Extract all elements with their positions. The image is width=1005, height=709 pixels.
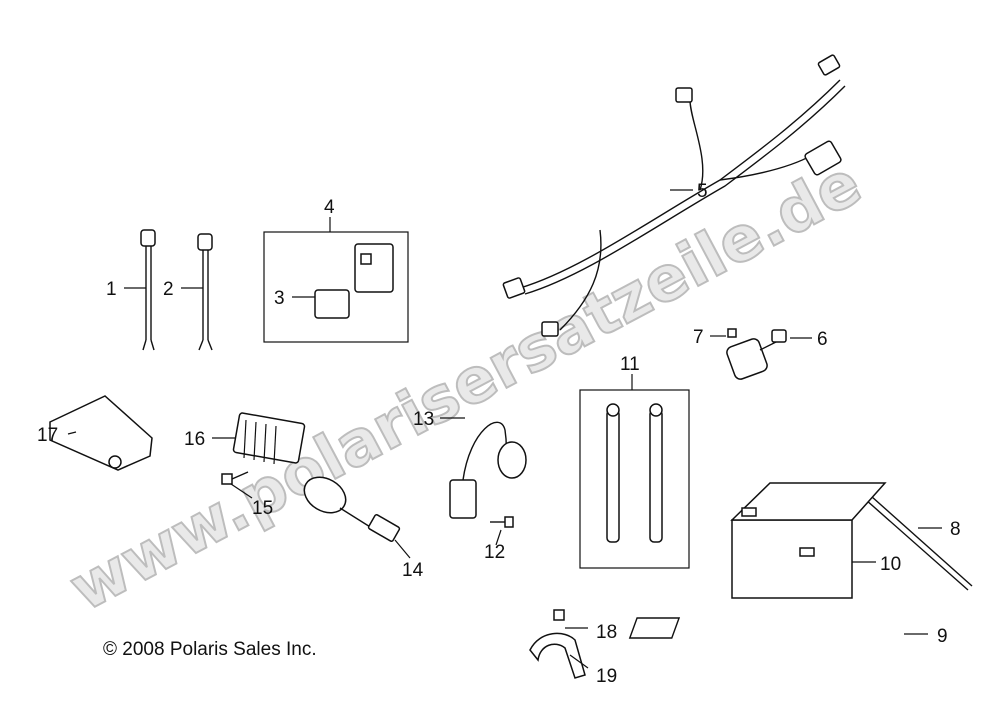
callout-5: 5 xyxy=(697,181,708,202)
callout-16: 16 xyxy=(184,429,205,450)
part-18-nut xyxy=(553,609,565,621)
part-7-nut xyxy=(727,328,737,338)
kit-box-11 xyxy=(579,389,690,569)
callout-12: 12 xyxy=(484,542,505,563)
part-10-battery xyxy=(730,482,887,599)
callout-13: 13 xyxy=(413,409,434,430)
callout-3: 3 xyxy=(274,288,285,309)
part-12-bolt xyxy=(490,516,514,528)
part-14-connector xyxy=(303,476,401,542)
part-15-screw xyxy=(221,471,249,485)
callout-11: 11 xyxy=(620,354,640,375)
part-16-regulator xyxy=(232,412,306,465)
part-9-pad xyxy=(628,617,681,639)
part-6-solenoid xyxy=(726,329,787,380)
part-19-clamp xyxy=(529,632,586,679)
callout-10: 10 xyxy=(880,554,901,575)
callout-9: 9 xyxy=(937,626,948,647)
part-17-cover xyxy=(49,395,153,471)
callout-2: 2 xyxy=(163,279,174,300)
part-1-switch xyxy=(140,229,156,351)
callout-6: 6 xyxy=(817,329,828,350)
part-5-harness xyxy=(502,54,846,337)
callout-14: 14 xyxy=(402,560,424,581)
part-13-ignition-coil xyxy=(449,421,527,519)
part-11-battery-cables xyxy=(606,403,663,543)
part-3-relay xyxy=(314,289,350,319)
callout-17: 17 xyxy=(37,425,58,446)
part-8-cable-tie xyxy=(856,487,973,591)
callout-4: 4 xyxy=(324,197,335,218)
part-2-switch xyxy=(197,233,213,351)
callout-19: 19 xyxy=(596,666,617,687)
part-4-module xyxy=(354,243,394,293)
callout-15: 15 xyxy=(252,498,273,519)
copyright-text: © 2008 Polaris Sales Inc. xyxy=(103,639,317,660)
callout-1: 1 xyxy=(106,279,117,300)
callout-8: 8 xyxy=(950,519,961,540)
callout-7: 7 xyxy=(693,327,704,348)
callout-18: 18 xyxy=(596,622,617,643)
kit-box-4 xyxy=(263,231,409,343)
